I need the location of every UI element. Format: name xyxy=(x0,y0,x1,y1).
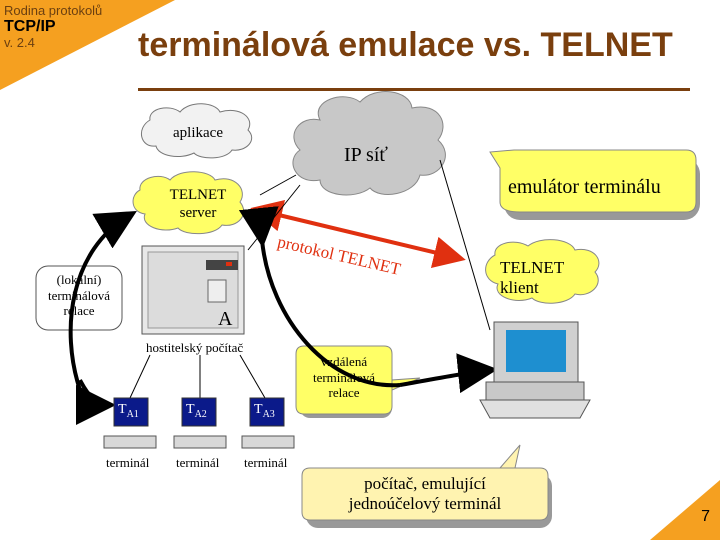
terminal-1-name: TA1 xyxy=(118,402,139,420)
telnet-client-label: TELNET klient xyxy=(500,258,565,298)
terminal-1 xyxy=(103,397,157,449)
remote-session-callout xyxy=(295,345,393,415)
protocol-arrow xyxy=(250,200,466,268)
protocol-name: TCP/IP xyxy=(4,18,56,36)
remote-session-arrow-right xyxy=(399,353,498,394)
pc-callout xyxy=(301,467,549,521)
ip-network-label: IP síť xyxy=(344,144,388,166)
application-label: aplikace xyxy=(173,125,223,141)
page-title: terminálová emulace vs. TELNET xyxy=(138,26,673,64)
network-line-right xyxy=(439,159,491,331)
page-number: 7 xyxy=(701,508,710,525)
network-line-host xyxy=(247,184,301,251)
local-session-box xyxy=(35,265,123,331)
emulator-label: emulátor terminálu xyxy=(508,176,661,198)
terminal-1-label: terminál xyxy=(106,455,150,470)
header-badge: Rodina protokolů TCP/IP v. 2.4 xyxy=(4,3,103,50)
telnet-server-label: TELNET server xyxy=(169,187,227,221)
application-cloud xyxy=(141,103,253,159)
host-computer xyxy=(141,245,245,335)
title-underline xyxy=(138,88,690,91)
telnet-client-cloud xyxy=(485,239,600,304)
local-session-arrow xyxy=(68,210,137,391)
protocol-family: Rodina protokolů xyxy=(4,3,103,18)
terminal-2-name: TA2 xyxy=(186,402,207,420)
pc-callout-label: počítač, emulující jednoúčelový terminál xyxy=(348,474,502,514)
remote-session-label: vzdálená terminálová relace xyxy=(312,354,376,401)
host-letter: A xyxy=(218,308,233,330)
remote-session-arrow xyxy=(238,206,401,388)
ip-network-cloud xyxy=(292,91,446,196)
network-line-left xyxy=(259,174,297,196)
terminal-2 xyxy=(173,397,227,449)
terminal-2-label: terminál xyxy=(176,455,220,470)
emulator-callout xyxy=(489,149,697,213)
terminal-3 xyxy=(241,397,295,449)
version: v. 2.4 xyxy=(4,34,35,50)
client-pc xyxy=(479,321,591,419)
local-session-arrow-bottom xyxy=(75,379,116,425)
corner-triangle-bottom-right xyxy=(650,480,720,540)
terminal-3-label: terminál xyxy=(244,455,288,470)
local-session-label: (lokální) terminálová relace xyxy=(47,272,111,319)
host-label: hostitelský počítač xyxy=(146,340,244,355)
corner-triangle xyxy=(0,0,175,90)
terminal-3-name: TA3 xyxy=(254,402,275,420)
